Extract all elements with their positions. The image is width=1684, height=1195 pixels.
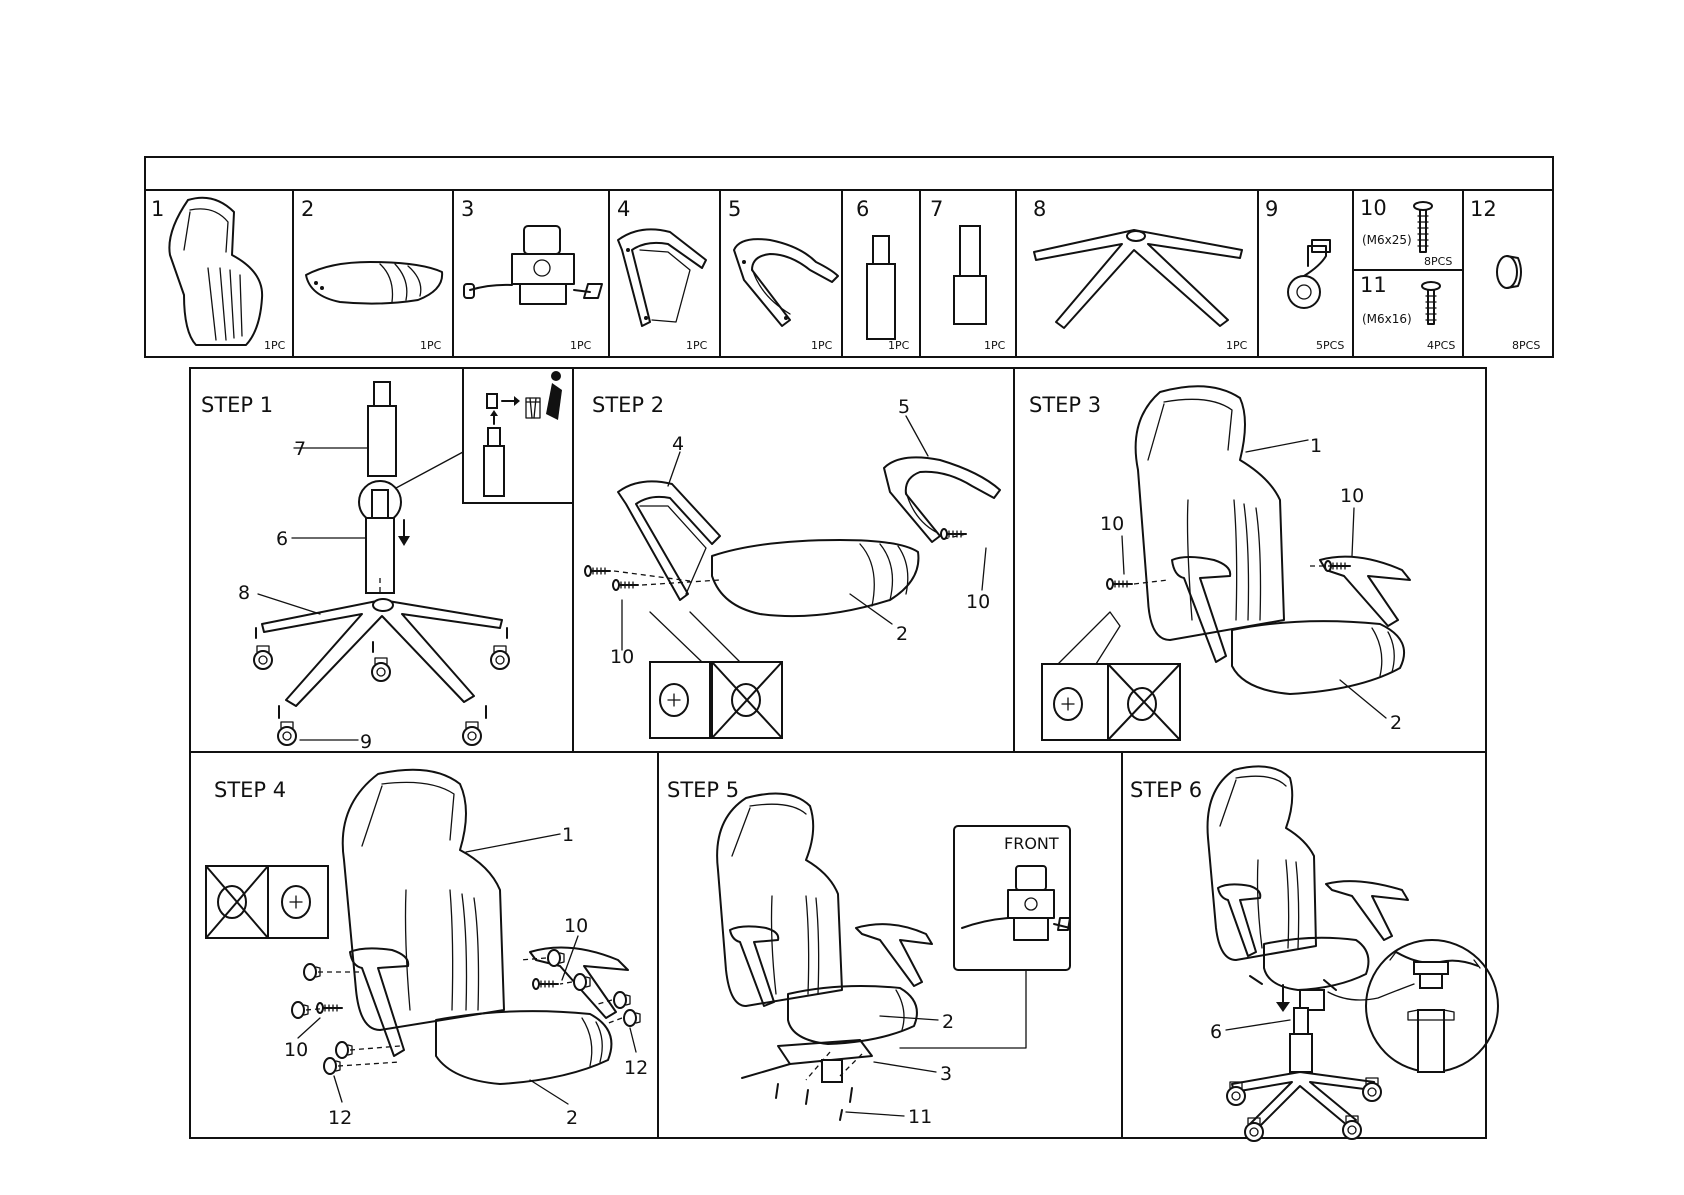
part-qty: 1PC bbox=[811, 339, 833, 352]
part-number: 6 bbox=[856, 197, 869, 221]
step-callout: 7 bbox=[294, 438, 306, 460]
part-number: 4 bbox=[617, 197, 630, 221]
part-number: 10 bbox=[1360, 196, 1387, 220]
step-callout: 5 bbox=[898, 396, 910, 418]
step-callout: 10 bbox=[966, 591, 990, 613]
step-label: STEP 1 bbox=[201, 393, 273, 417]
part-6-gas-lift-inner: 6 1PC bbox=[856, 197, 910, 352]
step-callout: 8 bbox=[238, 582, 250, 604]
part-number: 11 bbox=[1360, 273, 1387, 297]
front-label: FRONT bbox=[1004, 834, 1059, 853]
part-number: 3 bbox=[461, 197, 474, 221]
part-number: 8 bbox=[1033, 197, 1046, 221]
step-callout: 6 bbox=[276, 528, 288, 550]
part-qty: 1PC bbox=[686, 339, 708, 352]
part-number: 2 bbox=[301, 197, 314, 221]
step-label: STEP 2 bbox=[592, 393, 664, 417]
part-qty: 1PC bbox=[420, 339, 442, 352]
part-1-backrest: 1 1PC bbox=[151, 196, 286, 352]
part-qty: 1PC bbox=[570, 339, 592, 352]
step-callout: 12 bbox=[624, 1057, 648, 1079]
step-callout: 10 bbox=[610, 646, 634, 668]
step-5-front-inset bbox=[953, 825, 1071, 971]
part-number: 7 bbox=[930, 197, 943, 221]
part-8-star-base: 8 1PC bbox=[1033, 197, 1248, 352]
step-callout: 1 bbox=[1310, 435, 1322, 457]
part-10-screw-m6x25: 10 (M6x25) 8PCS bbox=[1360, 196, 1452, 268]
step-callout: 11 bbox=[908, 1106, 932, 1128]
parts-table-header bbox=[144, 156, 1554, 191]
part-qty: 1PC bbox=[264, 339, 286, 352]
part-12-screw-cap: 12 8PCS bbox=[1470, 197, 1540, 352]
part-number: 1 bbox=[151, 197, 164, 221]
part-qty: 8PCS bbox=[1424, 255, 1452, 268]
part-size: (M6x16) bbox=[1362, 312, 1412, 326]
step-callout: 6 bbox=[1210, 1021, 1222, 1043]
part-size: (M6x25) bbox=[1362, 233, 1412, 247]
part-number: 9 bbox=[1265, 197, 1278, 221]
part-number: 12 bbox=[1470, 197, 1497, 221]
step-callout: 2 bbox=[1390, 712, 1402, 734]
step-callout: 10 bbox=[284, 1039, 308, 1061]
step-callout: 2 bbox=[896, 623, 908, 645]
part-4-left-armrest: 4 1PC bbox=[617, 197, 708, 352]
step-callout: 10 bbox=[1100, 513, 1124, 535]
step-2: STEP 2 4 5 10 10 2 bbox=[584, 393, 1001, 739]
step-callout: 9 bbox=[360, 731, 372, 753]
step-callout: 10 bbox=[564, 915, 588, 937]
part-5-right-armrest: 5 1PC bbox=[728, 197, 839, 352]
parts-table bbox=[144, 156, 1554, 358]
step-4: STEP 4 1 10 10 12 bbox=[205, 768, 648, 1129]
step-label: STEP 6 bbox=[1130, 778, 1202, 802]
part-qty: 8PCS bbox=[1512, 339, 1540, 352]
step-1-inset bbox=[462, 367, 574, 504]
part-9-caster: 9 5PCS bbox=[1265, 197, 1344, 352]
part-7-gas-lift-cover: 7 1PC bbox=[930, 197, 1006, 352]
part-qty: 1PC bbox=[888, 339, 910, 352]
part-3-tilt-mechanism: 3 1PC bbox=[461, 197, 603, 352]
part-2-seat: 2 1PC bbox=[301, 197, 444, 352]
step-callout: 2 bbox=[566, 1107, 578, 1129]
step-callout: 4 bbox=[672, 433, 684, 455]
steps-grid bbox=[189, 367, 1487, 1139]
part-number: 5 bbox=[728, 197, 741, 221]
step-callout: 10 bbox=[1340, 485, 1364, 507]
step-callout: 3 bbox=[940, 1063, 952, 1085]
part-qty: 4PCS bbox=[1427, 339, 1455, 352]
part-qty: 1PC bbox=[984, 339, 1006, 352]
step-5: STEP 5 2 3 11 FRONT bbox=[667, 778, 1071, 1128]
part-11-screw-m6x16: 11 (M6x16) 4PCS bbox=[1360, 273, 1455, 352]
step-label: STEP 4 bbox=[214, 778, 286, 802]
step-3: STEP 3 1 10 10 2 bbox=[1029, 385, 1411, 741]
step-label: STEP 5 bbox=[667, 778, 739, 802]
step-callout: 2 bbox=[942, 1011, 954, 1033]
part-qty: 1PC bbox=[1226, 339, 1248, 352]
step-1: STEP 1 7 6 8 bbox=[201, 367, 574, 753]
part-qty: 5PCS bbox=[1316, 339, 1344, 352]
step-callout: 1 bbox=[562, 824, 574, 846]
step-label: STEP 3 bbox=[1029, 393, 1101, 417]
step-6: STEP 6 6 bbox=[1130, 765, 1499, 1142]
step-callout: 12 bbox=[328, 1107, 352, 1129]
